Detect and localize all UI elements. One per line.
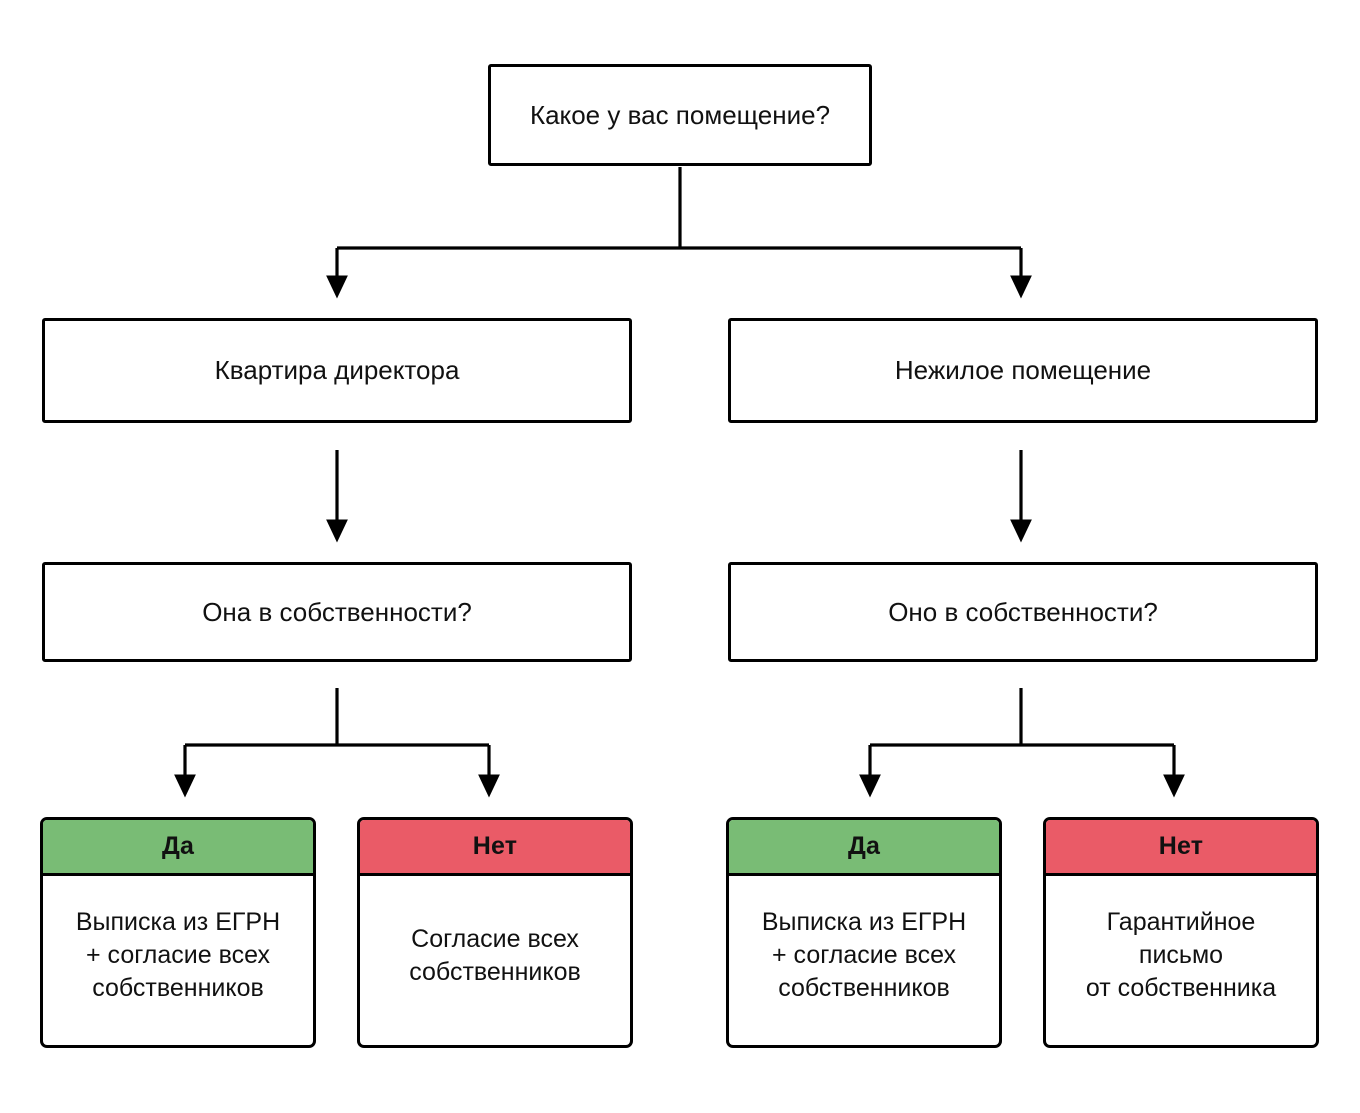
node-root-question[interactable]: Какое у вас помещение?: [488, 64, 872, 166]
outcome-card-apartment-yes[interactable]: Да Выписка из ЕГРН + согласие всех собст…: [40, 817, 316, 1048]
node-question-nonresidential-ownership-label: Оно в собственности?: [888, 596, 1158, 627]
node-nonresidential-label: Нежилое помещение: [894, 355, 1152, 386]
node-question-nonresidential-ownership[interactable]: Оно в собственности?: [728, 562, 1318, 662]
outcome-card-apartment-no[interactable]: Нет Согласие всех собственников: [357, 817, 633, 1048]
outcome-card-nonresidential-yes[interactable]: Да Выписка из ЕГРН + согласие всех собст…: [726, 817, 1002, 1048]
node-question-apartment-ownership[interactable]: Она в собственности?: [42, 562, 632, 662]
outcome-header-no: Нет: [1046, 820, 1316, 876]
outcome-header-no: Нет: [360, 820, 630, 876]
node-apartment[interactable]: Квартира директора: [42, 318, 632, 423]
outcome-body-documents: Согласие всех собственников: [409, 924, 581, 986]
node-nonresidential[interactable]: Нежилое помещение: [728, 318, 1318, 423]
node-root-label: Какое у вас помещение?: [529, 99, 831, 130]
outcome-header-yes: Да: [43, 820, 313, 876]
outcome-body-documents: Выписка из ЕГРН + согласие всех собствен…: [75, 908, 281, 1002]
outcome-body-documents: Гарантийное письмо от собственника: [1085, 908, 1277, 1002]
outcome-card-nonresidential-no[interactable]: Нет Гарантийное письмо от собственника: [1043, 817, 1319, 1048]
node-apartment-label: Квартира директора: [214, 355, 460, 386]
outcome-body-documents: Выписка из ЕГРН + согласие всех собствен…: [761, 908, 967, 1002]
outcome-header-yes: Да: [729, 820, 999, 876]
node-question-apartment-ownership-label: Она в собственности?: [202, 596, 472, 627]
